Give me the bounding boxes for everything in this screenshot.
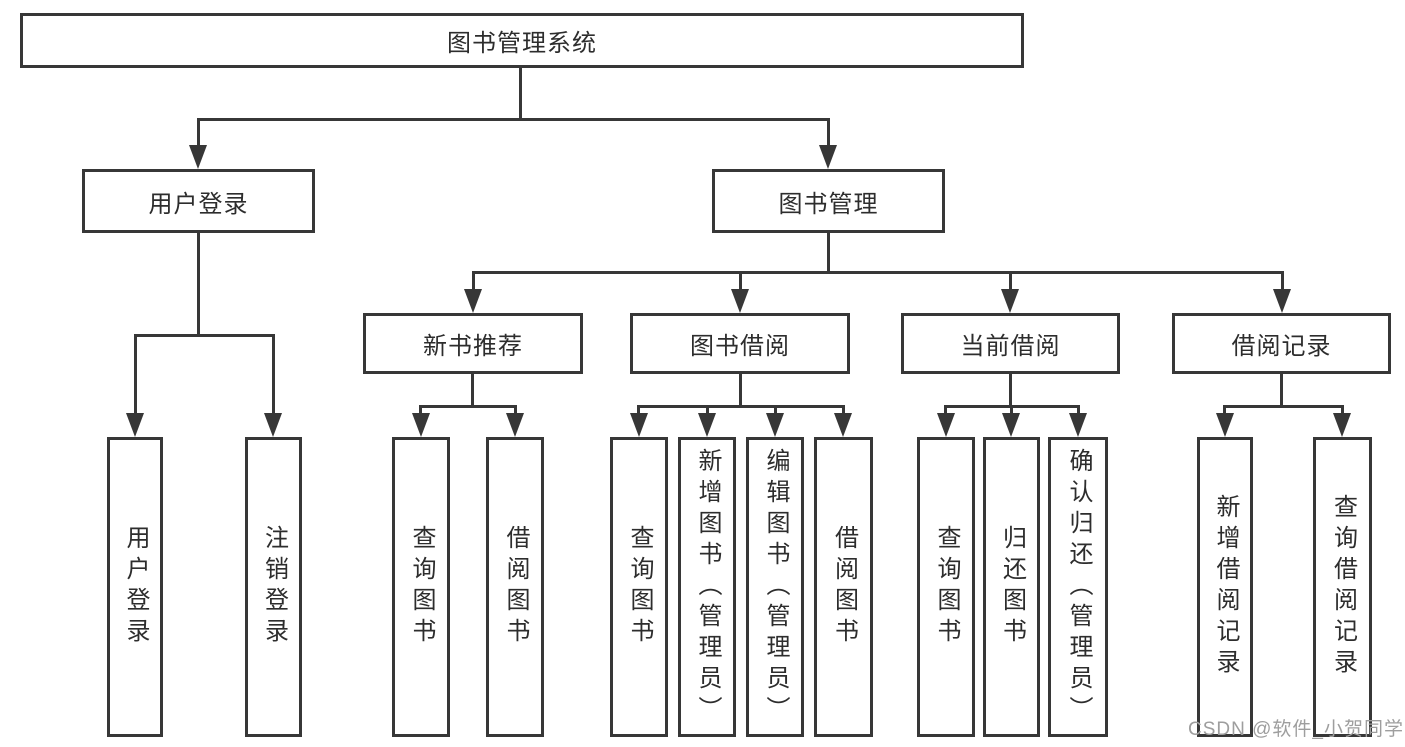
leaf-borrow-edit-books-admin-label: 编辑图书（管理员） [762,447,789,727]
connector-line [637,405,845,408]
connector-line [827,118,830,150]
node-root-label: 图书管理系统 [447,30,597,57]
leaf-user-login-label: 用户登录 [122,525,149,649]
arrow-down-icon [1002,413,1020,437]
leaf-borrow-borrow-books-label: 借阅图书 [830,525,858,649]
connector-line [827,233,830,273]
leaf-newbook-borrow-books: 借阅图书 [486,437,544,737]
arrow-down-icon [698,413,716,437]
connector-line [419,405,422,419]
connector-line [637,405,640,419]
arrow-down-icon [126,413,144,437]
connector-line [519,68,522,120]
leaf-logout: 注销登录 [245,437,302,737]
leaf-newbook-borrow-books-label: 借阅图书 [502,525,529,649]
connector-line [197,233,200,336]
leaf-newbook-query-books: 查询图书 [392,437,450,737]
leaf-current-return-books-label: 归还图书 [998,525,1026,649]
leaf-borrow-borrow-books: 借阅图书 [814,437,873,737]
connector-line [706,405,709,419]
node-book-borrow-label: 图书借阅 [690,333,790,360]
connector-line [1223,405,1226,419]
connector-line [739,374,742,407]
leaf-user-login: 用户登录 [107,437,163,737]
arrow-down-icon [189,145,207,169]
leaf-records-add-record-label: 新增借阅记录 [1212,494,1239,680]
leaf-current-confirm-return-admin-label: 确认归还（管理员） [1065,447,1092,727]
connector-line [419,405,517,408]
arrow-down-icon [834,413,852,437]
node-current-borrow-label: 当前借阅 [960,333,1061,360]
node-borrow-records: 借阅记录 [1172,313,1391,374]
connector-line [774,405,777,419]
connector-line [1223,405,1344,408]
arrow-down-icon [937,413,955,437]
arrow-down-icon [1216,413,1234,437]
connector-line [197,118,830,121]
leaf-current-return-books: 归还图书 [983,437,1040,737]
connector-line [944,405,947,419]
arrow-down-icon [464,289,482,313]
node-current-borrow: 当前借阅 [901,313,1120,374]
node-library-management-system: 图书管理系统 [20,13,1024,68]
leaf-borrow-edit-books-admin: 编辑图书（管理员） [746,437,804,737]
connector-line [739,271,742,293]
node-book-manage: 图书管理 [712,169,945,233]
node-book-manage-label: 图书管理 [778,190,879,218]
leaf-logout-label: 注销登录 [260,525,288,649]
leaf-current-query-books: 查询图书 [917,437,975,737]
leaf-borrow-query-books-label: 查询图书 [626,525,653,649]
leaf-records-query-record-label: 查询借阅记录 [1329,494,1357,680]
connector-line [842,405,845,419]
connector-line [1280,374,1283,407]
connector-line [197,118,200,150]
node-borrow-records-label: 借阅记录 [1231,333,1332,360]
leaf-records-query-record: 查询借阅记录 [1313,437,1372,737]
connector-line [134,334,137,420]
connector-line [472,271,1284,274]
node-user-login: 用户登录 [82,169,315,233]
leaf-current-confirm-return-admin: 确认归还（管理员） [1048,437,1108,737]
connector-line [1010,405,1013,419]
node-new-book-recommend-label: 新书推荐 [423,333,523,360]
connector-line [1341,405,1344,419]
connector-line [471,374,474,407]
leaf-borrow-add-books-admin-label: 新增图书（管理员） [694,447,721,727]
arrow-down-icon [264,413,282,437]
arrow-down-icon [731,289,749,313]
connector-line [1281,271,1284,293]
arrow-down-icon [819,145,837,169]
node-new-book-recommend: 新书推荐 [363,313,583,374]
connector-line [272,334,275,420]
csdn-watermark: CSDN @软件_小贺同学 [1188,719,1404,740]
arrow-down-icon [1069,413,1087,437]
arrow-down-icon [630,413,648,437]
connector-line [472,271,475,293]
arrow-down-icon [1273,289,1291,313]
arrow-down-icon [506,413,524,437]
connector-line [1077,405,1080,419]
node-book-borrow: 图书借阅 [630,313,850,374]
arrow-down-icon [412,413,430,437]
node-user-login-label: 用户登录 [148,190,249,218]
leaf-borrow-query-books: 查询图书 [610,437,668,737]
arrow-down-icon [1001,289,1019,313]
leaf-current-query-books-label: 查询图书 [933,525,960,649]
arrow-down-icon [766,413,784,437]
connector-line [1009,374,1012,407]
connector-line [1009,271,1012,293]
leaf-borrow-add-books-admin: 新增图书（管理员） [678,437,736,737]
connector-line [134,334,275,337]
leaf-newbook-query-books-label: 查询图书 [408,525,435,649]
leaf-records-add-record: 新增借阅记录 [1197,437,1253,737]
connector-line [514,405,517,419]
arrow-down-icon [1333,413,1351,437]
